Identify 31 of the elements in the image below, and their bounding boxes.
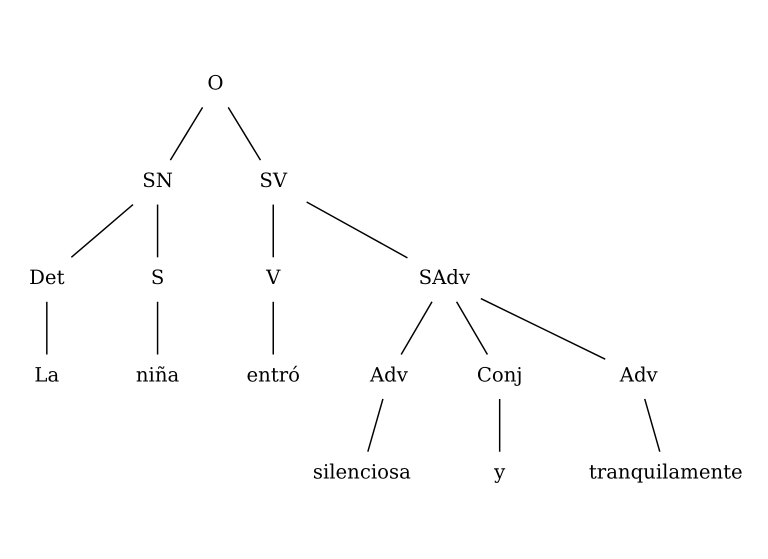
node-text: O	[207, 72, 224, 95]
node-text: SN	[142, 168, 173, 192]
node-text: Det	[29, 266, 64, 290]
node-text: SV	[259, 168, 288, 192]
connector	[156, 204, 158, 258]
node-text: entró	[246, 363, 300, 386]
node-text: Adv	[370, 363, 408, 386]
node-text: silenciosa	[312, 460, 411, 484]
node-text: tranquilamente	[588, 460, 743, 484]
connector	[170, 106, 204, 160]
connector	[272, 204, 274, 258]
connector	[480, 298, 606, 360]
node-text: niña	[136, 363, 180, 386]
node-text: SAdv	[418, 266, 470, 290]
connector	[70, 204, 134, 258]
connector	[498, 398, 500, 452]
node-text: Conj	[476, 363, 523, 386]
connector	[644, 398, 661, 452]
connector	[456, 301, 488, 355]
node-text: Adv	[620, 363, 658, 386]
connector	[272, 302, 274, 355]
connector	[400, 301, 433, 355]
connector	[228, 106, 262, 160]
node-text: La	[34, 363, 60, 386]
node-text: S	[150, 266, 164, 290]
connector	[367, 398, 384, 452]
connector	[156, 302, 158, 355]
node-text: y	[494, 460, 506, 484]
connector	[306, 201, 408, 258]
node-text: V	[266, 266, 280, 290]
connector	[46, 302, 48, 355]
